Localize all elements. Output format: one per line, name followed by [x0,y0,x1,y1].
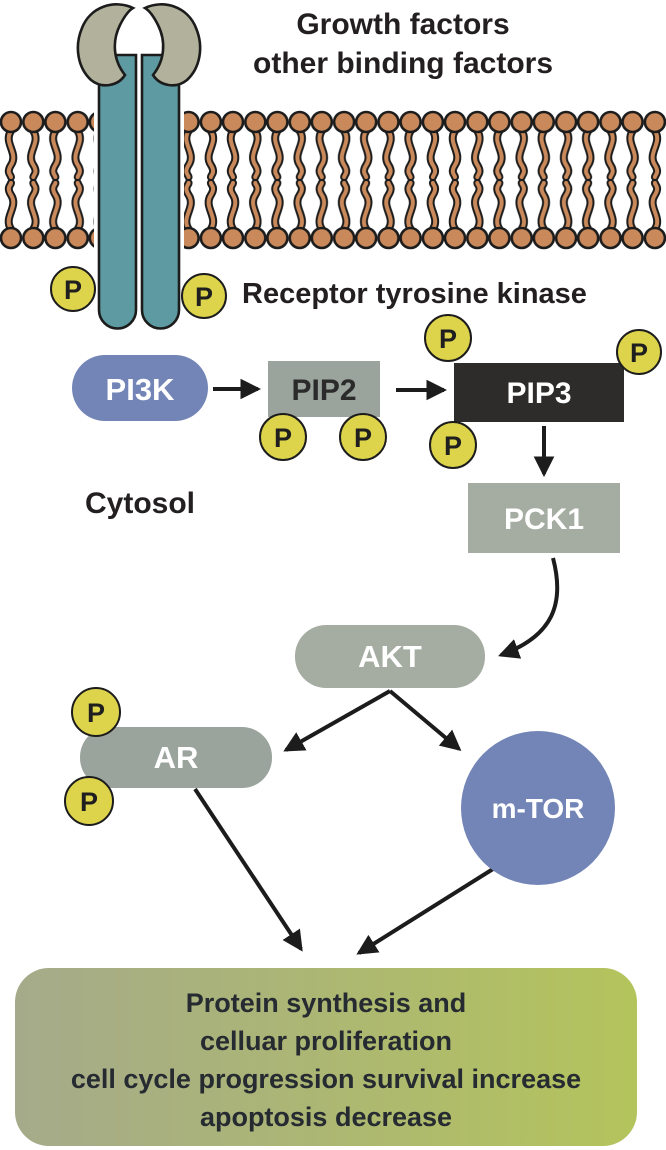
phosphate-pip2-left: P [259,413,307,461]
receptor-stalk-right [140,53,181,330]
phosphate-circle [71,687,121,737]
node-mtor-label: m-TOR [492,793,585,824]
arrow-akt-mtor [388,689,462,752]
arrow-akt-ar [283,689,391,752]
phosphate-ar-top: P [71,687,121,737]
node-ar [80,727,272,788]
receptor-cap-left [76,3,136,87]
figure-title-line1: Growth factors [296,8,509,41]
phosphate-badges: P P P P P P P P [50,266,662,826]
outcome-box-text: Protein synthesis and celluar proliferat… [71,988,581,1132]
node-pck1 [468,483,620,553]
phosphate-pip3-topright: P [616,329,662,375]
phosphate-ar-bottom: P [64,776,114,826]
node-pip3-label: PIP3 [506,377,571,410]
phosphate-pip3-topleft: P [424,314,472,362]
phosphate-receptor-right: P [181,273,227,319]
pathway-arrows [193,378,560,955]
node-akt-label: AKT [358,639,422,674]
phosphate-circle [424,314,472,362]
node-pip2 [268,361,380,417]
phosphate-pip3-bottomleft: P [429,421,477,469]
outcome-line-4: apoptosis decrease [200,1102,452,1132]
node-ar-label: AR [154,740,199,775]
receptor-label: Receptor tyrosine kinase [242,278,587,310]
phosphate-circle [339,413,387,461]
node-mtor [461,731,615,885]
receptor-cap-right [142,3,202,87]
phosphate-circle [181,273,227,319]
cytosol-label: Cytosol [85,487,195,520]
outcome-box [15,968,637,1146]
phosphate-circle [259,413,307,461]
receptor-tyrosine-kinase [76,3,202,330]
phosphate-label: P [80,787,98,817]
outcome-line-2: celluar proliferation [200,1026,452,1056]
outcome-line-3: cell cycle progression survival increase [71,1064,581,1094]
node-pi3k-label: PI3K [106,372,176,407]
phosphate-label: P [274,423,292,453]
receptor-stalk-left [97,53,138,330]
phosphate-label: P [195,282,213,312]
phosphate-receptor-left: P [50,266,96,312]
phosphate-label: P [64,275,82,305]
outcome-line-1: Protein synthesis and [186,988,467,1018]
node-pck1-label: PCK1 [504,503,584,536]
phosphate-circle [616,329,662,375]
arrow-ar-outcome [193,787,303,952]
phosphate-label: P [439,324,457,354]
node-pi3k [72,355,208,421]
node-pip3 [454,363,624,422]
phosphate-pip2-right: P [339,413,387,461]
figure-title-line2: other binding factors [253,47,553,80]
node-pip2-label: PIP2 [291,374,356,407]
phosphate-circle [64,776,114,826]
phosphate-label: P [444,431,462,461]
node-akt [295,625,485,688]
arrow-mtor-outcome [356,867,495,955]
phosphate-label: P [630,338,648,368]
phosphate-circle [429,421,477,469]
phosphate-circle [50,266,96,312]
phosphate-label: P [354,423,372,453]
arrow-pck1-akt [498,557,560,659]
phosphate-label: P [87,698,105,728]
